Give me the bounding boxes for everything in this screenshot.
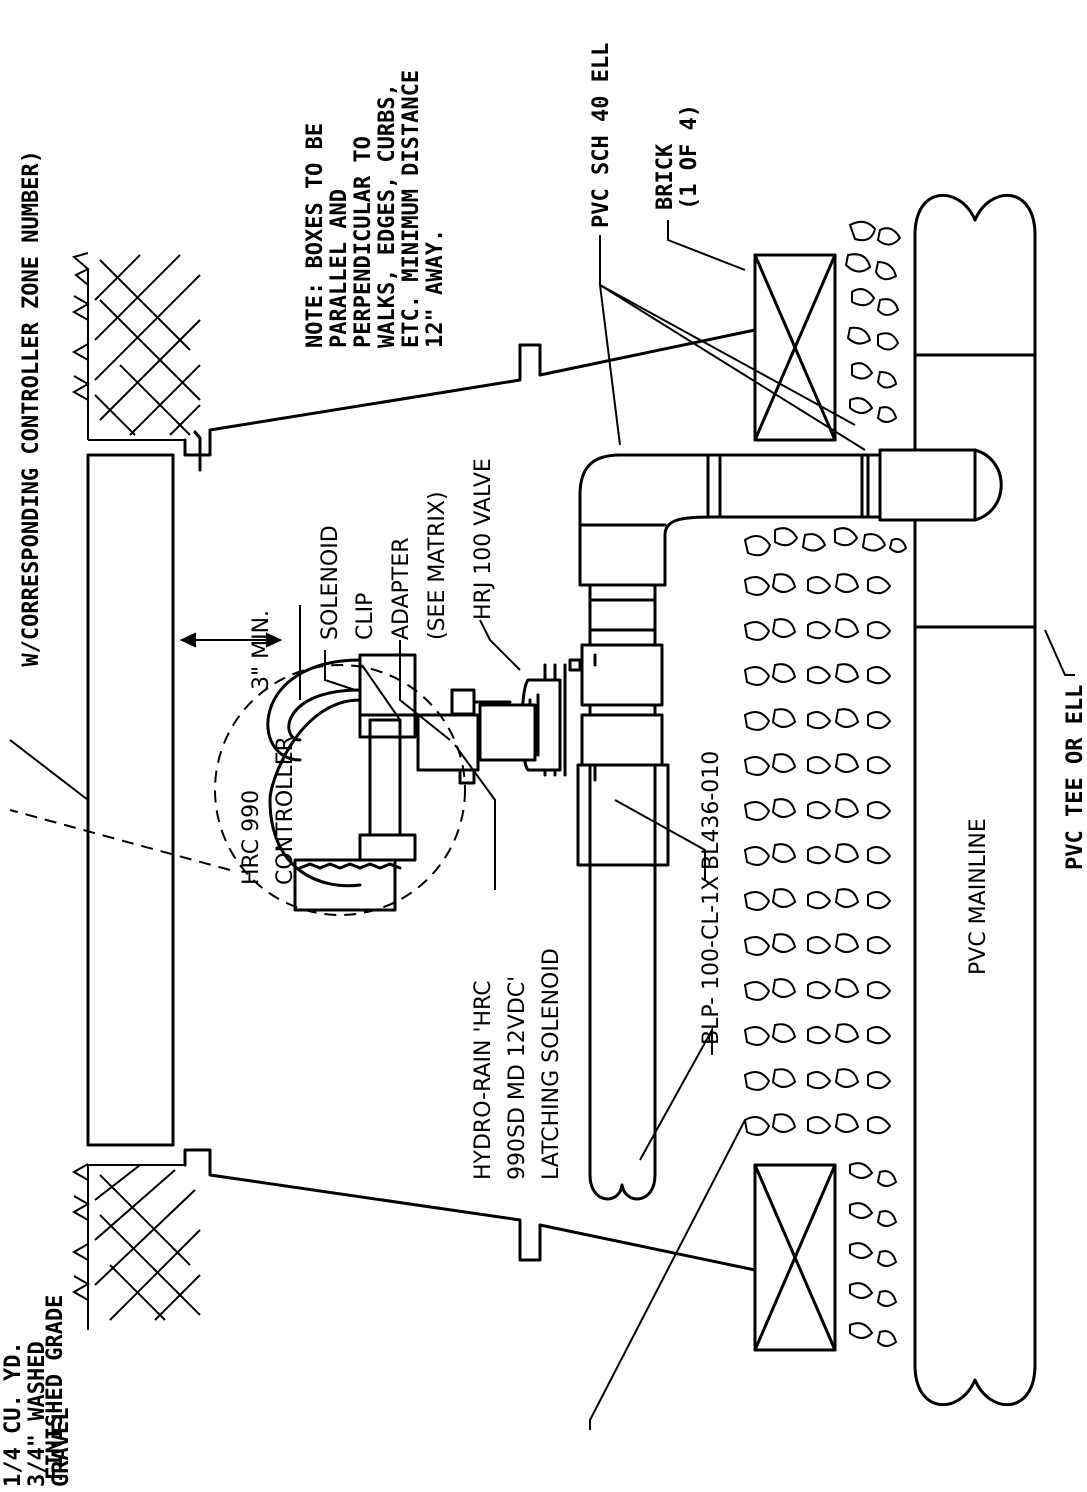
label-adapter-matrix: (SEE MATRIX) (425, 491, 450, 640)
gravel-callout-text: 1/4 CU. YD. OF 3/4" WASHED GRAVEL (1, 1332, 74, 1487)
brick-top (753, 253, 837, 442)
label-hrc990-line1: HRC 990 (239, 790, 264, 885)
label-hydro-rain-line1: HYDRO-RAIN 'HRC (471, 980, 496, 1180)
label-brick: BRICK (653, 143, 678, 210)
label-3in-min: 3" MIN. (249, 610, 274, 690)
pvc-tee-dome (878, 448, 1003, 522)
valve-box-walls (183, 328, 757, 1272)
label-hrj-valve: HRJ 100 VALVE (471, 458, 496, 620)
latching-solenoid (358, 653, 537, 772)
gravel-bed-top (844, 220, 902, 423)
brick-bottom (753, 1163, 837, 1352)
pvc-riser (706, 453, 882, 519)
valve-box-lid (86, 453, 175, 1147)
label-adapter: ADAPTER (389, 537, 414, 640)
label-pvc-tee: PVC TEE OR ELL (1063, 685, 1087, 870)
note-line3: PERPENDICULAR TO (351, 136, 376, 348)
gravel-bed-middle (743, 527, 908, 1347)
label-pvc-mainline: PVC MAINLINE (966, 818, 991, 975)
pvc-sch40-ell (578, 453, 712, 587)
label-gravel-2: 3/4" WASHED (25, 1341, 50, 1487)
hrj-valve-body (520, 643, 664, 782)
label-gravel-3: GRAVEL (49, 1408, 74, 1487)
note-line1: NOTE: BOXES TO BE (303, 123, 328, 348)
note-line4: WALKS, EDGES, CURBS, (375, 83, 400, 348)
pvc-mainline (913, 194, 1037, 1406)
label-pvc-sch40: PVC SCH 40 ELL (589, 43, 614, 228)
label-blp100: BLP- 100-CL-1X (699, 876, 724, 1045)
label-hrc990-line2: CONTROLLER (273, 736, 298, 885)
note-line6: 12" AWAY. (423, 229, 448, 348)
leader-lines (9, 220, 1075, 1430)
hrc990-controller-detail (214, 658, 466, 916)
label-controller-ref: W/CORRESPONDING CONTROLLER ZONE NUMBER) (19, 150, 44, 667)
label-brick-count: (1 OF 4) (677, 104, 702, 210)
label-hydro-rain-line2: 990SD MD 12VDC' (505, 976, 530, 1180)
soil-hatch-bottom (71, 1163, 201, 1330)
label-gravel-1: 1/4 CU. YD. OF (1, 1332, 26, 1487)
label-bl436: BL436-010 (699, 751, 724, 870)
label-finished-grade: FINISHED GRADE (43, 1295, 68, 1480)
note-line2: PARALLEL AND (327, 189, 352, 348)
label-clip: CLIP (353, 593, 378, 640)
note-line5: ETC. MINIMUM DISTANCE (399, 70, 424, 348)
label-hydro-rain-line3: LATCHING SOLENOID (539, 948, 564, 1180)
soil-hatch-top (71, 252, 201, 441)
label-solenoid: SOLENOID (318, 525, 343, 640)
